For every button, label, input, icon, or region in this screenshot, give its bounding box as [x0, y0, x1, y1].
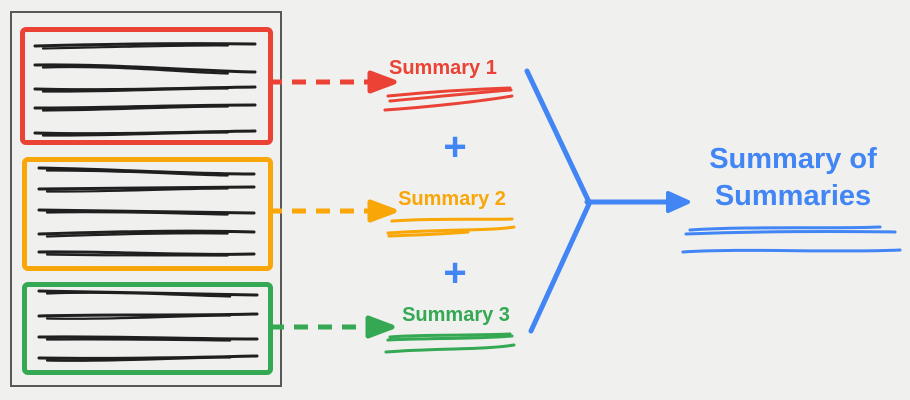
- scribble-line: [45, 291, 232, 298]
- scribble-line: [33, 42, 257, 48]
- scribble-line: [45, 169, 229, 177]
- scribble-line: [41, 105, 229, 112]
- summary-1-label: Summary 1: [389, 57, 497, 79]
- section3-to-summary3-arrow-icon: [270, 315, 395, 339]
- scribble-line: [41, 87, 229, 93]
- scribble-line: [45, 356, 232, 362]
- section-2-text-scribbles: [37, 166, 256, 257]
- scribble-line: [41, 131, 229, 137]
- document-section-3: [22, 282, 273, 375]
- scribble-line: [45, 187, 229, 193]
- scribble-line: [33, 63, 257, 74]
- plus-sign-2: +: [443, 251, 467, 295]
- section-1-text-scribbles: [33, 42, 257, 137]
- summary-3-scribble: [384, 332, 516, 354]
- scribble-line: [37, 229, 256, 236]
- document-panel: [10, 11, 282, 387]
- scribble-line: [45, 314, 232, 320]
- scribble-line: [45, 338, 232, 342]
- summary-1-scribble: [383, 86, 514, 112]
- merge-arrow-icon: [524, 68, 690, 334]
- document-section-2: [22, 157, 273, 271]
- scribble-line: [45, 210, 229, 216]
- scribble-line: [37, 208, 256, 215]
- result-label: Summary of Summaries: [709, 143, 877, 212]
- scribble-line: [41, 65, 229, 75]
- section1-to-summary1-arrow-icon: [268, 70, 397, 94]
- document-section-1: [20, 27, 273, 145]
- scribble-line: [37, 185, 256, 191]
- summary-3-label: Summary 3: [402, 304, 510, 326]
- summary-2-scribble: [386, 217, 516, 238]
- summary-2-label: Summary 2: [398, 188, 506, 210]
- scribble-line: [37, 335, 259, 341]
- scribble-line: [33, 103, 257, 110]
- result-scribble: [681, 225, 902, 254]
- scribble-line: [45, 232, 229, 238]
- section-3-text-scribbles: [37, 289, 259, 362]
- plus-sign-1: +: [443, 125, 467, 169]
- scribble-line: [41, 44, 229, 50]
- scribble-line: [45, 253, 229, 257]
- section2-to-summary2-arrow-icon: [268, 199, 397, 223]
